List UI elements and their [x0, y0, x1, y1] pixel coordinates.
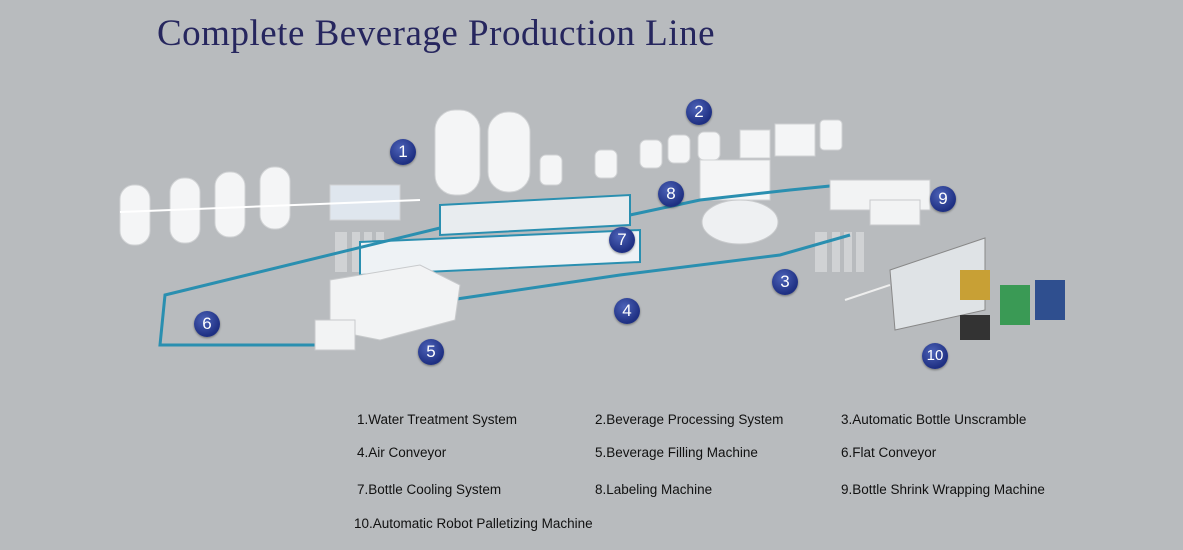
badge-5: 5 — [418, 339, 444, 365]
badge-2: 2 — [686, 99, 712, 125]
legend-item: 5.Beverage Filling Machine — [595, 445, 758, 460]
conveyors — [158, 183, 851, 347]
badge-6: 6 — [194, 311, 220, 337]
badge-8: 8 — [658, 181, 684, 207]
legend-item: 10.Automatic Robot Palletizing Machine — [354, 516, 593, 531]
legend-item: 4.Air Conveyor — [357, 445, 447, 460]
legend-item: 1.Water Treatment System — [357, 412, 518, 427]
shrink-wrapper — [829, 179, 931, 226]
badge-1: 1 — [390, 139, 416, 165]
legend-item: 7.Bottle Cooling System — [357, 482, 502, 497]
cooling-tunnel — [359, 193, 641, 277]
filling-machine — [314, 264, 461, 351]
legend-item: 9.Bottle Shrink Wrapping Machine — [841, 482, 1045, 497]
legend-item: 2.Beverage Processing System — [595, 412, 784, 427]
production-line-illustration — [119, 109, 1065, 351]
page-title: Complete Beverage Production Line — [157, 13, 715, 54]
palletizing-cell — [844, 237, 1065, 340]
badge-7: 7 — [609, 227, 635, 253]
legend-item: 8.Labeling Machine — [595, 482, 713, 497]
unscrambler — [701, 199, 779, 245]
badge-3: 3 — [772, 269, 798, 295]
badge-10: 10 — [922, 343, 948, 369]
legend-item: 6.Flat Conveyor — [841, 445, 937, 460]
legend-item: 3.Automatic Bottle Unscramble — [841, 412, 1027, 427]
badge-9: 9 — [930, 186, 956, 212]
badge-4: 4 — [614, 298, 640, 324]
